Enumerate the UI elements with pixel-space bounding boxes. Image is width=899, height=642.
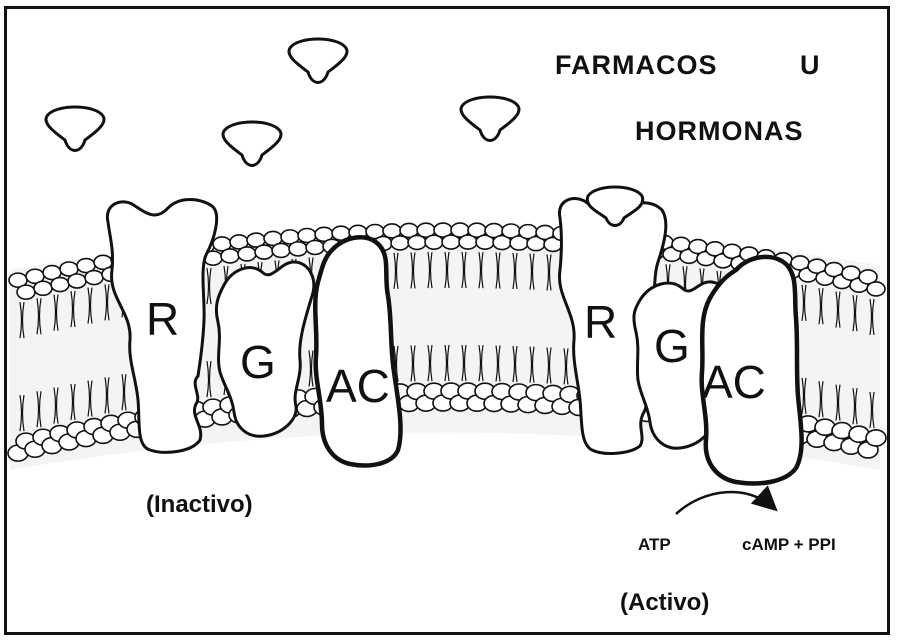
title-hormonas: HORMONAS <box>635 116 804 146</box>
adenylyl-cyclase-inactive <box>315 237 400 465</box>
lipid-head <box>866 430 886 446</box>
lipid-head <box>34 281 52 295</box>
lipid-head <box>85 271 103 285</box>
ligand-molecule <box>461 97 519 141</box>
lipid-head <box>51 278 69 292</box>
g-protein-label-active: G <box>654 320 690 372</box>
receptor-label-inactive: R <box>146 293 179 345</box>
g-protein-label-inactive: G <box>240 336 276 388</box>
ligand-molecules <box>46 39 519 166</box>
lipid-head <box>17 285 35 299</box>
lipid-head <box>221 249 239 263</box>
ligand-molecule <box>46 107 104 151</box>
adenylyl-cyclase-label-inactive: AC <box>326 360 390 412</box>
title-farmacos: FARMACOS <box>555 50 718 80</box>
active-state-label: (Activo) <box>620 589 709 616</box>
lipid-head <box>306 240 324 254</box>
atp-label: ATP <box>638 535 671 554</box>
lipid-head <box>68 274 86 288</box>
camp-ppi-label: cAMP + PPI <box>742 535 836 554</box>
receptor-label-active: R <box>584 296 617 348</box>
inactive-state-label: (Inactivo) <box>146 491 253 518</box>
reaction-arrow <box>676 492 774 514</box>
lipid-head <box>289 242 307 256</box>
lipid-head <box>238 247 256 261</box>
lipid-head <box>391 236 409 250</box>
title-u: U <box>800 50 821 80</box>
lipid-head <box>255 245 273 259</box>
lipid-head <box>272 243 290 257</box>
ligand-molecule <box>289 39 347 83</box>
adenylyl-cyclase-label-active: AC <box>702 356 766 408</box>
ligand-molecule <box>223 122 281 166</box>
title-block: FARMACOS U HORMONAS <box>555 50 821 146</box>
lipid-head <box>867 282 885 296</box>
